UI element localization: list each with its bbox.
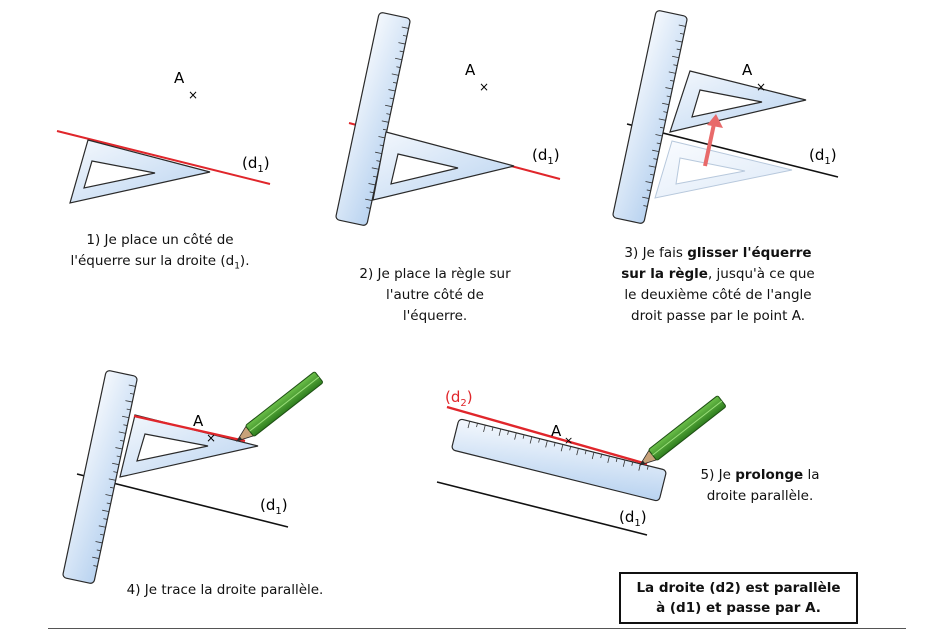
bottom-rule xyxy=(48,628,906,629)
step2-d1-label: (d1) xyxy=(532,146,560,167)
step4-ruler xyxy=(62,370,138,584)
step5-pencil-icon xyxy=(639,395,726,466)
step5-caption-bold: prolonge xyxy=(735,467,804,483)
step5-d2-label: (d2) xyxy=(445,388,473,409)
conclusion-line1: La droite (d2) est parallèle xyxy=(636,580,841,596)
step2-set-square xyxy=(372,131,515,201)
step3-caption-line4: droit passe par le point A. xyxy=(631,308,805,324)
conclusion-box: La droite (d2) est parallèle à (d1) et p… xyxy=(619,572,858,624)
step2-ruler xyxy=(335,12,411,226)
step1-set-square xyxy=(69,139,211,204)
step4-figure: A × (d1) xyxy=(62,370,323,584)
step3-caption: 3) Je fais glisser l'équerre sur la règl… xyxy=(598,243,838,327)
step5-caption-prefix: 5) Je xyxy=(700,467,736,483)
step3-caption-prefix: 3) Je fais xyxy=(624,245,688,261)
step5-ruler xyxy=(451,418,667,502)
step3-slide-arrow xyxy=(703,114,723,167)
step5-caption-line2: droite parallèle. xyxy=(706,488,814,504)
step2-caption-line2: l'autre côté de xyxy=(386,287,484,303)
step2-figure: A × (d1) xyxy=(335,12,561,226)
step1-point-a-label: A xyxy=(174,69,185,87)
step3-point-a-label: A xyxy=(742,61,753,79)
step3-set-square-start xyxy=(654,140,793,199)
step1-caption-end: ). xyxy=(239,253,250,269)
step1-caption: 1) Je place un côté de l'équerre sur la … xyxy=(40,230,280,278)
step4-pencil-icon xyxy=(236,371,323,442)
step3-figure: A × (d1) xyxy=(612,10,839,224)
step1-d1-label: (d1) xyxy=(242,154,270,175)
step2-caption-line3: l'équerre. xyxy=(402,308,468,324)
step5-line-d2 xyxy=(446,405,648,466)
step3-ruler xyxy=(612,10,688,224)
step4-traced-line xyxy=(133,414,246,443)
step5-figure: A × (d2) (d1) xyxy=(436,388,726,536)
step1-caption-line2: l'équerre sur la droite (d xyxy=(70,253,235,269)
step3-point-a-mark: × xyxy=(756,80,766,94)
step4-set-square xyxy=(119,414,259,478)
step1-point-a-mark: × xyxy=(188,88,198,102)
step1-line-d1 xyxy=(56,130,271,185)
step4-point-a-label: A xyxy=(193,412,204,430)
step1-figure: A × (d1) xyxy=(56,69,271,204)
step5-caption-suffix: la xyxy=(803,467,820,483)
step5-point-a-label: A xyxy=(551,422,562,440)
step5-d1-label: (d1) xyxy=(619,508,647,529)
step3-caption-rest2: , jusqu'à ce que xyxy=(707,266,815,282)
conclusion-line2: à (d1) et passe par A. xyxy=(656,600,821,616)
step3-caption-bold2: sur la règle xyxy=(621,266,708,282)
step5-point-a-mark: × xyxy=(564,434,573,447)
step2-caption-line1: 2) Je place la règle sur xyxy=(359,266,511,282)
step5-caption: 5) Je prolonge la droite parallèle. xyxy=(680,465,840,507)
step4-point-a-mark: × xyxy=(206,431,216,445)
step3-set-square-moved xyxy=(669,70,807,133)
step4-caption-text: 4) Je trace la droite parallèle. xyxy=(126,582,324,598)
step2-point-a-label: A xyxy=(465,61,476,79)
step1-caption-sub: 1 xyxy=(234,261,240,272)
step3-d1-label: (d1) xyxy=(809,146,837,167)
step4-d1-label: (d1) xyxy=(260,496,288,517)
step4-caption: 4) Je trace la droite parallèle. xyxy=(95,580,355,601)
step5-line-d1 xyxy=(436,481,648,536)
step3-caption-bold1: glisser l'équerre xyxy=(687,245,812,261)
step3-caption-line3: le deuxième côté de l'angle xyxy=(624,287,812,303)
step1-caption-line1: 1) Je place un côté de xyxy=(86,232,234,248)
step2-caption: 2) Je place la règle sur l'autre côté de… xyxy=(330,264,540,327)
step2-point-a-mark: × xyxy=(479,80,489,94)
